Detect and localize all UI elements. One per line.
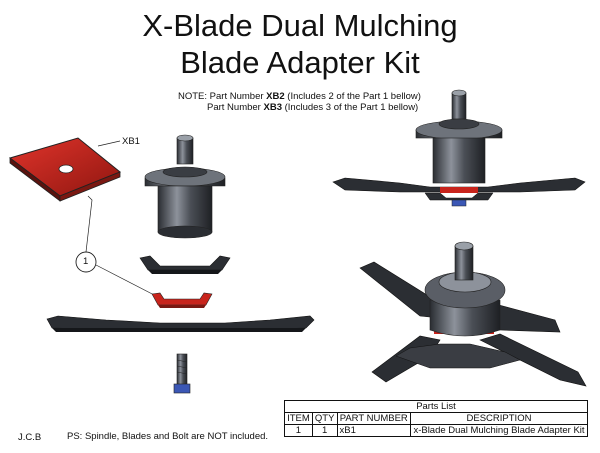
ps-note: PS: Spindle, Blades and Bolt are NOT inc… xyxy=(67,431,269,442)
note-part-xb2: XB2 xyxy=(266,91,285,102)
cell-description: x-Blade Dual Mulching Blade Adapter Kit xyxy=(409,424,589,437)
spindle-exploded xyxy=(144,134,226,239)
header-part-number: PART NUMBER xyxy=(336,412,411,425)
note-suffix-1: (Includes 2 of the Part 1 bellow) xyxy=(284,91,421,102)
adapter-plate-xb1 xyxy=(8,137,121,202)
parts-list-table: Parts List ITEM QTY PART NUMBER DESCRIPT… xyxy=(284,400,589,437)
assembly-isometric-view xyxy=(359,241,587,387)
leader-balloon-up xyxy=(85,195,93,253)
cell-qty: 1 xyxy=(311,424,338,437)
parts-list-caption: Parts List xyxy=(284,400,588,413)
header-item: ITEM xyxy=(284,412,313,425)
note-line-2: Part Number XB3 (Includes 3 of the Part … xyxy=(207,102,418,113)
table-row: 1 1 xB1 x-Blade Dual Mulching Blade Adap… xyxy=(284,424,589,437)
parts-list-caption-row: Parts List xyxy=(284,400,588,413)
leader-balloon-down xyxy=(95,264,161,299)
note-line-1: NOTE: Part Number XB2 (Includes 2 of the… xyxy=(178,91,421,102)
note-prefix: NOTE: Part Number xyxy=(178,91,267,102)
label-xb1: XB1 xyxy=(122,136,140,147)
leader-xb1 xyxy=(97,140,121,147)
title-line-2: Blade Adapter Kit xyxy=(180,45,420,80)
drafter-initials: J.C.B xyxy=(18,432,42,443)
parts-list-header-row: ITEM QTY PART NUMBER DESCRIPTION xyxy=(284,412,589,425)
blade-exploded xyxy=(46,315,315,332)
note-prefix-2: Part Number xyxy=(207,102,264,113)
cell-item: 1 xyxy=(284,424,313,437)
balloon-1-number: 1 xyxy=(83,256,89,267)
note-suffix-2: (Includes 3 of the Part 1 bellow) xyxy=(281,102,419,113)
header-description: DESCRIPTION xyxy=(409,412,589,425)
header-qty: QTY xyxy=(311,412,338,425)
dark-adapter-exploded xyxy=(139,255,231,274)
red-adapter-exploded xyxy=(151,292,213,308)
bolt-exploded xyxy=(173,353,191,394)
note-part-xb3: XB3 xyxy=(263,102,282,113)
assembly-side-view xyxy=(332,89,586,207)
title-line-1: X-Blade Dual Mulching xyxy=(142,8,458,43)
cell-part-number: xB1 xyxy=(336,424,411,437)
